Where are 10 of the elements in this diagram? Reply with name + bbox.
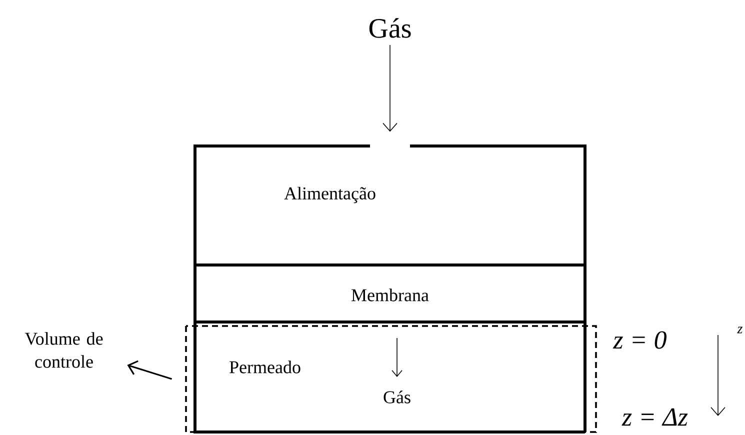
axis-label: z: [737, 326, 743, 334]
permeate-chamber: Permeado Gás: [194, 322, 586, 434]
arrow: [382, 44, 398, 132]
z-label: z = 0: [612, 331, 666, 349]
control-volume-label: Volume de controle: [24, 332, 103, 368]
feed-chamber: Alimentação: [194, 144, 586, 266]
z-label: z = Δz: [622, 408, 688, 426]
leader-arrow: [127, 360, 172, 380]
gas-label: Gás: [369, 18, 411, 38]
membrane-layer: Membrana: [194, 264, 586, 324]
